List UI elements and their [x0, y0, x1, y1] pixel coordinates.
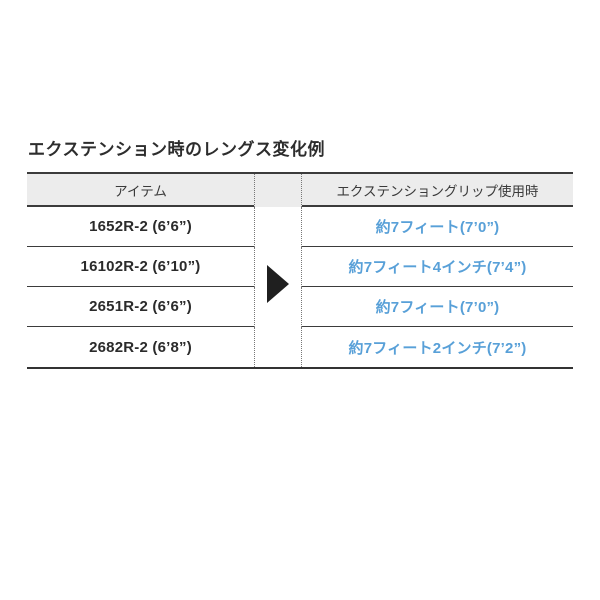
header-gap-cell: [254, 174, 302, 207]
table-row-value: 約7フィート(7’0”): [302, 207, 573, 247]
table-row-item: 2682R-2 (6’8”): [27, 327, 254, 367]
row-gap-cell: [254, 287, 302, 327]
page-title: エクステンション時のレングス変化例: [28, 140, 325, 159]
row-gap-cell: [254, 207, 302, 247]
length-change-table: アイテム エクステンショングリップ使用時 1652R-2 (6’6”) 約7フィ…: [27, 172, 573, 369]
item-code: 2651R-2 (6’6”): [89, 298, 192, 315]
item-code: 1652R-2 (6’6”): [89, 218, 192, 235]
column-header-item: アイテム: [27, 174, 254, 207]
item-code: 2682R-2 (6’8”): [89, 338, 192, 356]
table-row-item: 16102R-2 (6’10”): [27, 247, 254, 287]
table-row-value: 約7フィート2インチ(7’2”): [302, 327, 573, 367]
extended-length-value: 約7フィート2インチ(7’2”): [348, 339, 527, 357]
table-row-value: 約7フィート(7’0”): [302, 287, 573, 327]
row-gap-cell: [254, 327, 302, 367]
row-gap-cell: [254, 247, 302, 287]
table-row-item: 1652R-2 (6’6”): [27, 207, 254, 247]
item-code: 16102R-2 (6’10”): [80, 258, 201, 275]
column-header-extended: エクステンショングリップ使用時: [302, 174, 573, 207]
extended-length-value: 約7フィート(7’0”): [375, 219, 500, 236]
right-arrow-icon: [267, 265, 289, 303]
table-row-value: 約7フィート4インチ(7’4”): [302, 247, 573, 287]
extended-length-value: 約7フィート(7’0”): [375, 299, 500, 316]
extended-length-value: 約7フィート4インチ(7’4”): [348, 259, 527, 276]
table-row-item: 2651R-2 (6’6”): [27, 287, 254, 327]
